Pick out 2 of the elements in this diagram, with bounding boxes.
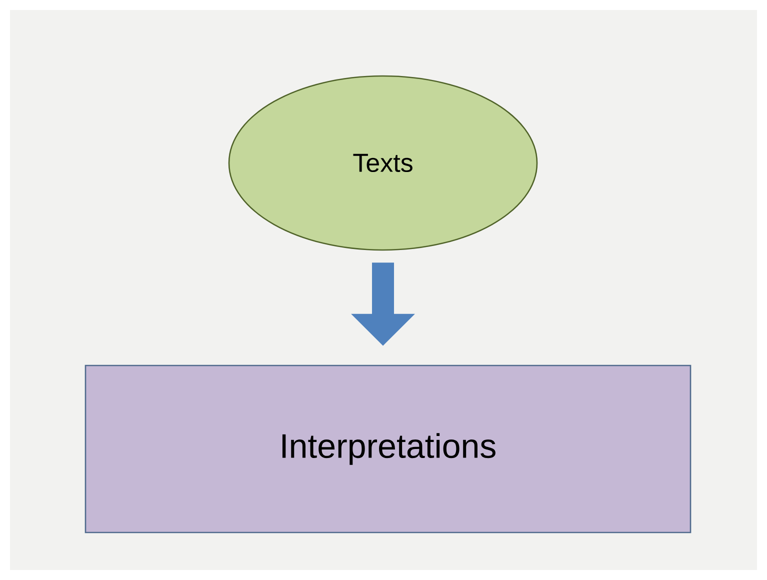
- ellipse-node: Texts: [228, 75, 538, 251]
- process-box: Interpretations: [84, 364, 692, 534]
